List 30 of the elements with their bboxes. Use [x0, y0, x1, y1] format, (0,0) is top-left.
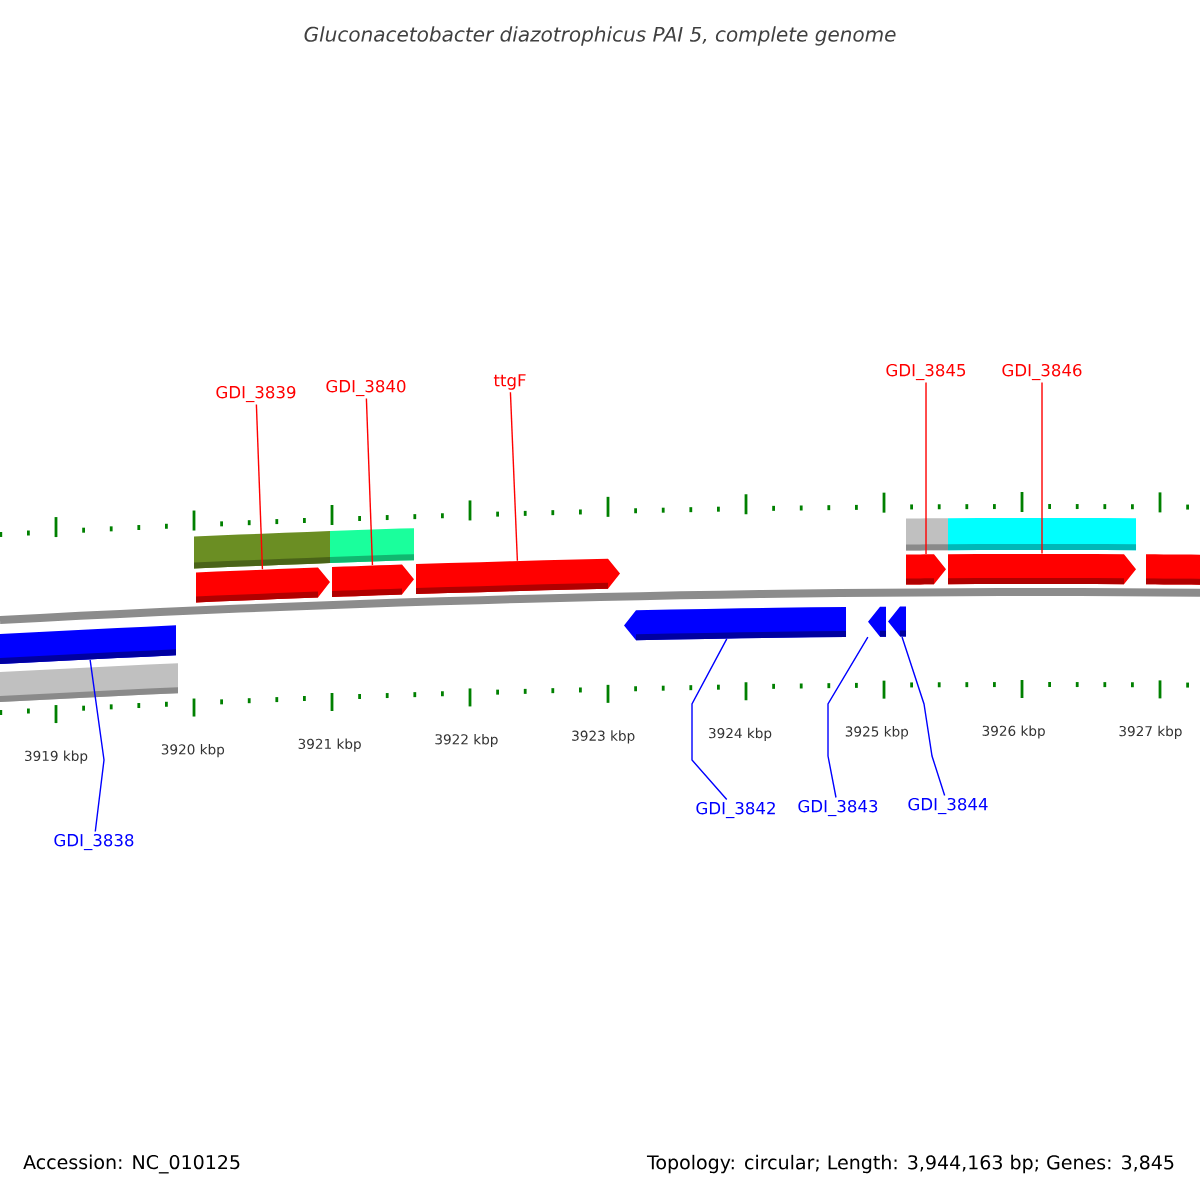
leader-line	[365, 397, 374, 566]
gene-block	[196, 567, 330, 603]
gene-block	[0, 625, 176, 664]
gene-block	[906, 554, 946, 585]
gene-block	[416, 558, 620, 595]
gene-label: GDI_3845	[886, 363, 966, 381]
gene-block	[948, 554, 1136, 585]
gene-label: ttgF	[493, 374, 526, 390]
leader-line	[827, 636, 869, 799]
leader-line	[925, 381, 927, 555]
gene-label: GDI_3843	[798, 799, 878, 817]
leader-line	[89, 659, 105, 833]
gene-label: GDI_3846	[1002, 363, 1082, 381]
gene-label: GDI_3838	[54, 833, 134, 851]
gene-label: GDI_3839	[216, 385, 296, 403]
gene-block	[624, 607, 846, 641]
gene-label: GDI_3844	[908, 797, 988, 815]
leader-line	[509, 391, 519, 562]
leader-line	[255, 403, 264, 570]
accession-text: Accession: NC_010125	[23, 1154, 240, 1174]
gene-label: GDI_3842	[696, 801, 775, 819]
leader-line	[691, 638, 728, 801]
leader-line	[901, 636, 946, 797]
title: Gluconacetobacter diazotrophicus PAI 5, complete genome	[304, 26, 896, 46]
gene-block	[888, 606, 906, 637]
genome-info-text: Topology: circular; Length: 3,944,163 bp; Genes: 3,845	[646, 1154, 1174, 1174]
gene-block	[332, 564, 414, 597]
gene-block	[868, 606, 886, 637]
gene-label: GDI_3840	[326, 379, 406, 397]
leader-line	[1041, 381, 1043, 555]
